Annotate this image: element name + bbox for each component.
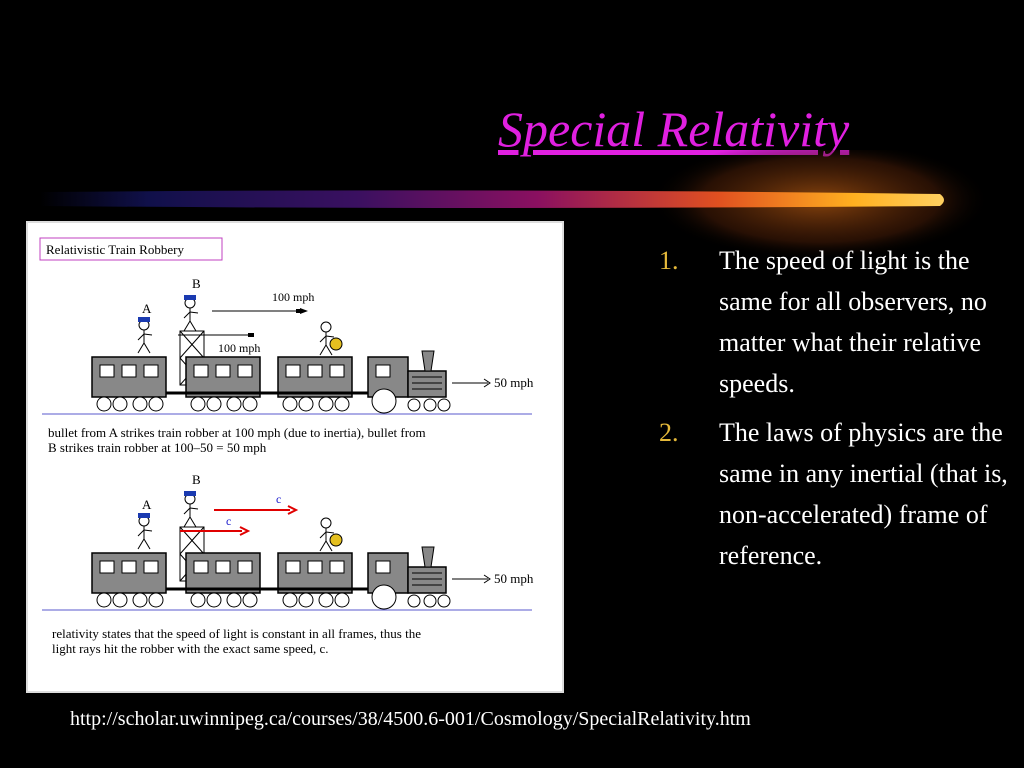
principle-text: The laws of physics are the same in any … xyxy=(719,418,1008,570)
slide-title: Special Relativity xyxy=(498,101,850,157)
source-url[interactable]: http://scholar.uwinnipeg.ca/courses/38/4… xyxy=(70,708,751,730)
decorative-swoosh xyxy=(40,150,990,260)
label-b-bottom: B xyxy=(192,472,201,487)
bullet-a-speed-top: 100 mph xyxy=(218,341,260,355)
top-panel: A B 100 mph 100 mph 50 mph bullet from A… xyxy=(42,276,534,455)
bottom-caption-line2: light rays hit the robber with the exact… xyxy=(52,641,329,656)
principle-number: 2. xyxy=(659,418,679,447)
train-robbery-diagram: Relativistic Train Robbery A B 100 mph xyxy=(39,237,534,656)
bottom-panel: A B c c 50 mph relativity states that th… xyxy=(42,472,534,656)
bullet-b-speed-top: 100 mph xyxy=(272,290,314,304)
label-b-top: B xyxy=(192,276,201,291)
label-a-bottom: A xyxy=(142,497,152,512)
train-speed-top: 50 mph xyxy=(494,375,534,390)
label-a-top: A xyxy=(142,301,152,316)
figure-heading-box xyxy=(39,237,223,261)
principle-text: The speed of light is the same for all o… xyxy=(719,246,987,398)
train-speed-bottom: 50 mph xyxy=(494,571,534,586)
principles-list: 1. The speed of light is the same for al… xyxy=(655,240,1015,584)
light-b-label: c xyxy=(276,492,281,506)
bottom-caption-line1: relativity states that the speed of ligh… xyxy=(52,626,421,641)
principle-item: 2. The laws of physics are the same in a… xyxy=(655,412,1015,576)
top-caption-line2: B strikes train robber at 100–50 = 50 mp… xyxy=(48,440,267,455)
light-a-label: c xyxy=(226,514,231,528)
principle-number: 1. xyxy=(659,246,679,275)
top-caption-line1: bullet from A strikes train robber at 10… xyxy=(48,425,426,440)
principle-item: 1. The speed of light is the same for al… xyxy=(655,240,1015,404)
figure-heading: Relativistic Train Robbery xyxy=(46,242,184,257)
train-robbery-figure: Relativistic Train Robbery A B 100 mph xyxy=(26,221,564,693)
